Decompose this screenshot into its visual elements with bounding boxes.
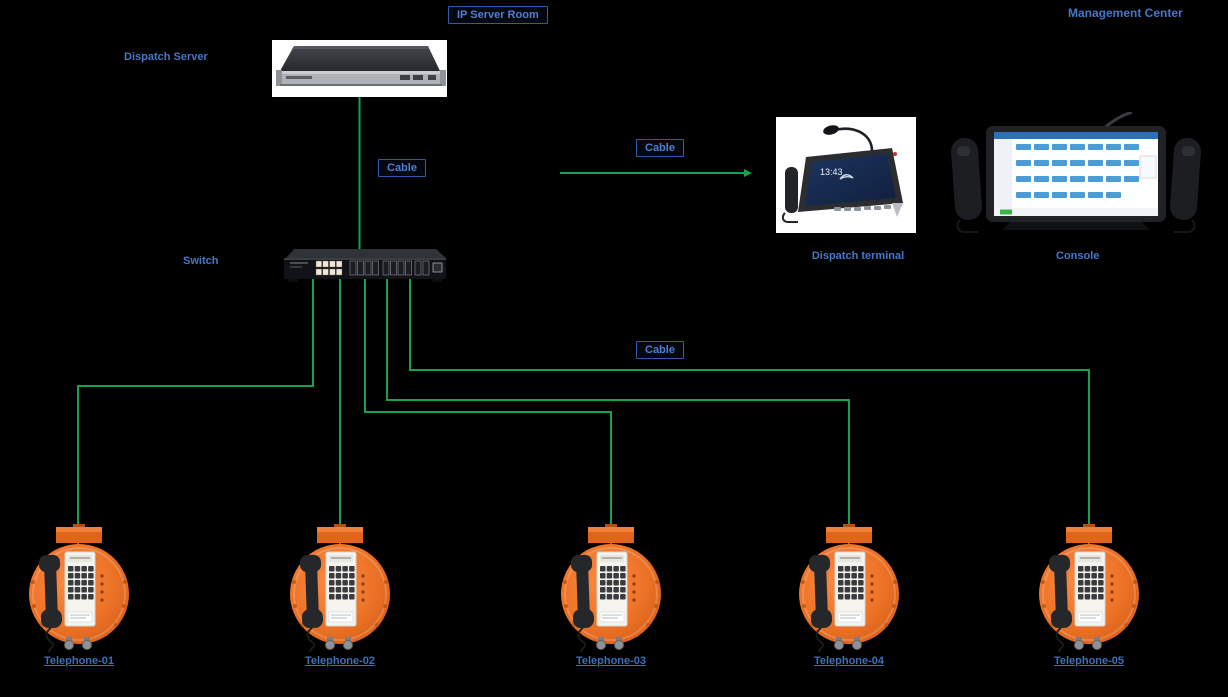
dispatch-server-label: Dispatch Server xyxy=(124,51,208,63)
phone-5-label[interactable]: Telephone-05 xyxy=(1053,655,1125,667)
cable-to-phone-1 xyxy=(77,276,314,545)
console-image xyxy=(950,112,1202,238)
console-handset-left xyxy=(951,137,982,233)
industrial-phone-5 xyxy=(1039,524,1139,652)
phone-4-label[interactable]: Telephone-04 xyxy=(813,655,885,667)
dispatch-terminal-image: 13:43 xyxy=(776,117,916,233)
industrial-phone-1 xyxy=(29,524,129,652)
console-label: Console xyxy=(1056,250,1100,262)
cable-to-phone-5 xyxy=(409,276,1090,545)
switch-label: Switch xyxy=(183,255,219,267)
industrial-phone-2 xyxy=(290,524,390,652)
phone-1-label[interactable]: Telephone-01 xyxy=(43,655,115,667)
server-room-title: IP Server Room xyxy=(448,6,548,24)
industrial-phone-3 xyxy=(561,524,661,652)
management-center-title: Management Center xyxy=(1068,6,1183,20)
cable-arrowhead xyxy=(744,169,752,177)
phone-2-label[interactable]: Telephone-02 xyxy=(304,655,376,667)
switch-image xyxy=(280,246,450,284)
industrial-phone-4 xyxy=(799,524,899,652)
cable-label-1: Cable xyxy=(378,159,426,177)
cable-to-phone-4 xyxy=(386,276,850,545)
cable-label-3: Cable xyxy=(636,341,684,359)
console-handset-right xyxy=(1170,137,1201,233)
dispatch-terminal-label: Dispatch terminal xyxy=(811,250,905,262)
phone-3-label[interactable]: Telephone-03 xyxy=(575,655,647,667)
cable-to-phone-3 xyxy=(364,276,612,545)
dispatch-server-image xyxy=(272,40,447,97)
cable-label-2: Cable xyxy=(636,139,684,157)
terminal-screen-clock: 13:43 xyxy=(820,167,843,177)
